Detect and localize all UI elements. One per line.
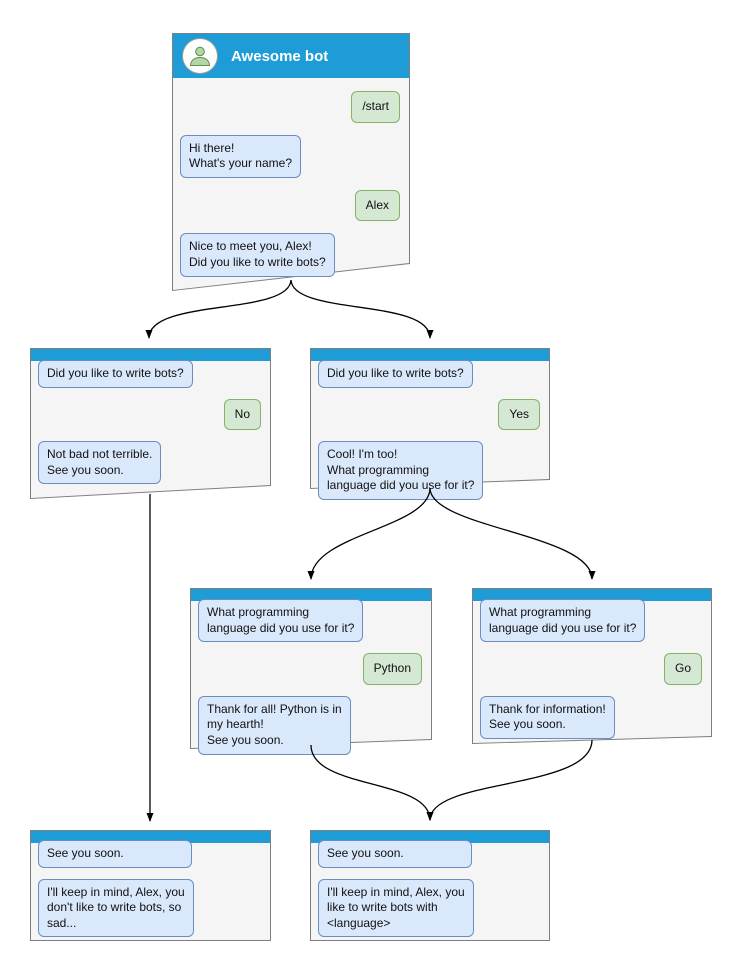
chat-header-bar xyxy=(473,589,711,601)
chat-header-bar xyxy=(311,349,549,361)
chat-window-end-no: See you soon. I'll keep in mind, Alex, y… xyxy=(30,830,271,941)
chat-window-branch-no: Did you like to write bots? No Not bad n… xyxy=(30,348,271,499)
user-message-bubble: Python xyxy=(362,653,422,685)
bot-message-bubble: Thank for information! See you soon. xyxy=(480,695,615,739)
bot-message-bubble: I'll keep in mind, Alex, you don't like … xyxy=(38,878,194,938)
bot-message-bubble: Did you like to write bots? xyxy=(38,360,193,388)
chat-header-bar xyxy=(31,349,270,361)
arrow-yes-to-python xyxy=(307,487,431,580)
chat-window-end-yes: See you soon. I'll keep in mind, Alex, y… xyxy=(310,830,550,941)
bot-message-bubble: What programming language did you use fo… xyxy=(198,599,364,643)
chat-window-branch-yes: Did you like to write bots? Yes Cool! I'… xyxy=(310,348,550,500)
bot-message-bubble: I'll keep in mind, Alex, you like to wri… xyxy=(318,878,474,938)
chat-window-branch-python: What programming language did you use fo… xyxy=(190,588,432,755)
user-message-bubble: /start xyxy=(351,91,400,123)
user-message-bubble: Go xyxy=(663,653,702,685)
bot-message-bubble: Nice to meet you, Alex! Did you like to … xyxy=(180,233,335,277)
user-message-bubble: Yes xyxy=(498,398,540,431)
arrow-python-to-end-yes xyxy=(310,744,434,821)
arrow-go-to-end-yes xyxy=(426,739,593,821)
bot-message-bubble: See you soon. xyxy=(318,840,472,868)
bot-message-bubble: Did you like to write bots? xyxy=(318,360,473,388)
bot-avatar-icon xyxy=(182,38,218,74)
chat-window-branch-go: What programming language did you use fo… xyxy=(472,588,712,744)
bot-message-bubble: Hi there! What's your name? xyxy=(180,134,302,178)
chat-window-main: Awesome bot /start Hi there! What's your… xyxy=(172,33,410,291)
bot-message-bubble: What programming language did you use fo… xyxy=(480,599,646,643)
user-message-bubble: No xyxy=(223,398,261,431)
arrow-yes-to-go xyxy=(429,487,596,580)
bot-message-bubble: Cool! I'm too! What programming language… xyxy=(318,441,484,500)
chat-header: Awesome bot xyxy=(173,34,409,78)
bot-message-bubble: Not bad not terrible. See you soon. xyxy=(38,441,162,485)
bot-message-bubble: Thank for all! Python is in my hearth! S… xyxy=(198,695,351,755)
user-message-bubble: Alex xyxy=(354,189,400,222)
chat-header-bar xyxy=(191,589,431,601)
chat-title: Awesome bot xyxy=(231,47,329,65)
bot-message-bubble: See you soon. xyxy=(38,840,192,868)
